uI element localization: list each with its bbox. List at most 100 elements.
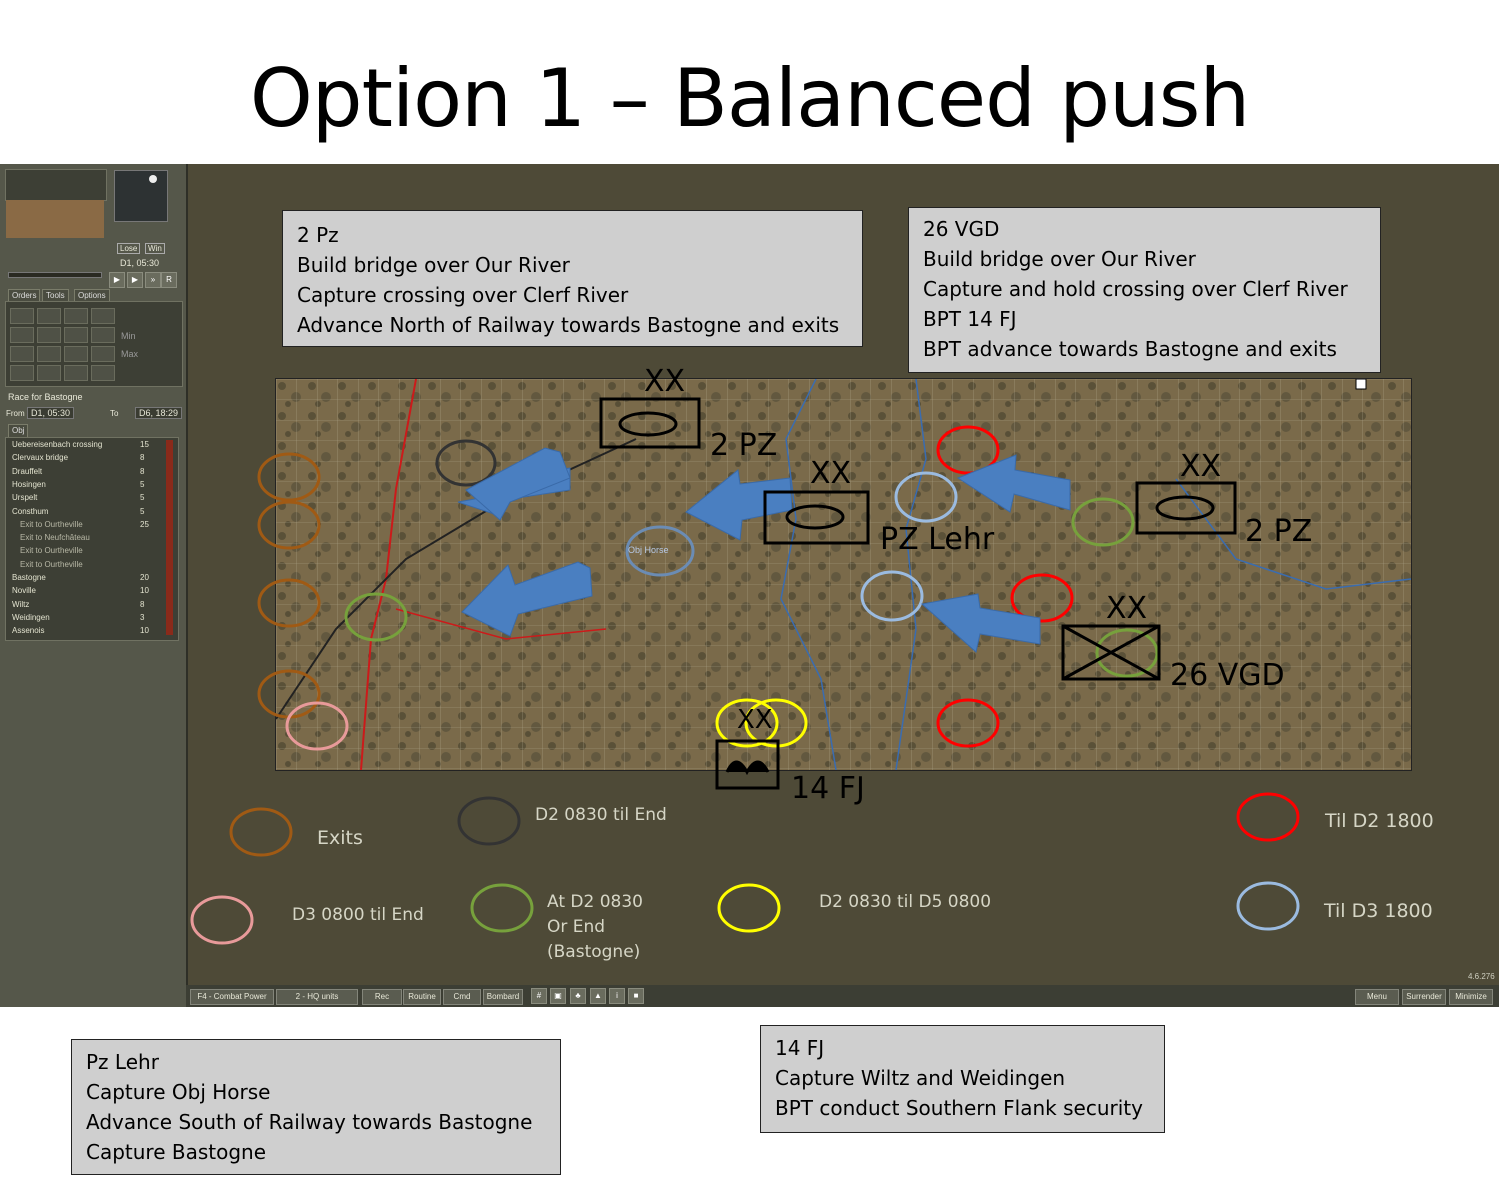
note-line: Build bridge over Our River — [297, 253, 570, 277]
note-line: BPT 14 FJ — [923, 307, 1017, 331]
note-title: 14 FJ — [775, 1036, 825, 1060]
order-button[interactable] — [91, 308, 115, 324]
objective-value: 8 — [140, 599, 145, 609]
order-button[interactable] — [10, 346, 34, 362]
objective-name: Uebereisenbach crossing — [12, 440, 103, 449]
hq-units-button[interactable]: 2 - HQ units — [276, 989, 358, 1005]
status-panel — [5, 169, 107, 201]
units-icon[interactable]: ▣ — [550, 988, 566, 1004]
note-26vgd: 26 VGD Build bridge over Our River Captu… — [908, 207, 1381, 373]
minimap[interactable] — [6, 200, 104, 238]
objective-name: Clervaux bridge — [12, 453, 69, 463]
legend-exits-label: Exits — [317, 827, 363, 849]
legend-d2-end-label: D2 0830 til End — [535, 805, 667, 825]
objective-row[interactable]: Clervaux bridge 8 — [6, 453, 178, 466]
legend-til-d3-label: Til D3 1800 — [1324, 900, 1433, 922]
order-button[interactable] — [64, 346, 88, 362]
order-button[interactable] — [10, 308, 34, 324]
objective-row[interactable]: Wiltz 8 — [6, 600, 178, 613]
objective-row[interactable]: Consthum 5 — [6, 507, 178, 520]
order-button[interactable] — [91, 346, 115, 362]
combat-power-button[interactable]: F4 - Combat Power — [190, 989, 274, 1005]
from-label: From — [6, 409, 25, 418]
min-label: Min — [121, 331, 136, 341]
order-button[interactable] — [10, 365, 34, 381]
minimize-button[interactable]: Minimize — [1449, 989, 1493, 1005]
objective-value: 5 — [140, 506, 145, 516]
order-button[interactable] — [91, 327, 115, 343]
legend-at-d2-label: (Bastogne) — [547, 942, 641, 962]
note-line: Advance South of Railway towards Bastogn… — [86, 1110, 533, 1134]
to-value[interactable]: D6, 18:29 — [135, 407, 183, 419]
replay-button[interactable]: R — [161, 272, 177, 288]
cmd-button[interactable]: Cmd — [443, 989, 481, 1005]
obj-horse-label: Obj Horse — [628, 545, 669, 555]
objective-name: Wiltz — [12, 599, 30, 609]
objective-value: 20 — [140, 573, 149, 582]
play-button[interactable]: ▶ — [109, 272, 125, 288]
objective-value: 25 — [140, 519, 149, 529]
surrender-button[interactable]: Surrender — [1402, 989, 1446, 1005]
objective-row[interactable]: Exit to Ourtheville 25 — [6, 520, 178, 533]
order-button[interactable] — [10, 327, 34, 343]
hq-icon[interactable]: ▲ — [590, 988, 606, 1004]
objective-value: 3 — [140, 612, 145, 622]
legend-at-d2-label: Or End — [547, 917, 606, 937]
objective-name: Consthum — [12, 506, 49, 516]
grid-icon[interactable]: # — [531, 988, 547, 1004]
note-title: Pz Lehr — [86, 1050, 159, 1074]
current-date: D1, 05:30 — [120, 258, 160, 268]
order-button[interactable] — [64, 308, 88, 324]
objective-value: 8 — [140, 453, 145, 463]
tree-icon[interactable]: ♣ — [570, 988, 586, 1004]
note-line: Capture Bastogne — [86, 1140, 267, 1164]
from-value[interactable]: D1, 05:30 — [27, 407, 75, 419]
operational-map[interactable] — [275, 378, 1412, 771]
order-button[interactable] — [37, 365, 61, 381]
tab-obj[interactable]: Obj — [8, 424, 29, 438]
objective-name: Exit to Ourtheville — [20, 519, 83, 529]
time-slider[interactable] — [8, 272, 102, 278]
info-icon[interactable]: i — [609, 988, 625, 1004]
moon-icon — [114, 170, 168, 222]
objective-name: Bastogne — [12, 573, 46, 582]
order-button[interactable] — [37, 308, 61, 324]
objective-name: Urspelt — [12, 493, 38, 503]
order-button[interactable] — [37, 327, 61, 343]
objective-row[interactable]: Bastogne 20 — [6, 573, 178, 586]
fast-button[interactable]: » — [145, 272, 161, 288]
lose-label: Lose — [117, 243, 141, 254]
terrain-icon[interactable]: ■ — [628, 988, 644, 1004]
order-button[interactable] — [91, 365, 115, 381]
order-button[interactable] — [37, 346, 61, 362]
legend-d3-end-label: D3 0800 til End — [292, 905, 424, 925]
objective-row[interactable]: Noville 10 — [6, 586, 178, 599]
objective-name: Noville — [12, 586, 37, 596]
note-line: BPT conduct Southern Flank security — [775, 1096, 1143, 1120]
xx-label: XX — [644, 364, 686, 399]
menu-button[interactable]: Menu — [1355, 989, 1399, 1005]
note-line: Capture Obj Horse — [86, 1080, 271, 1104]
rec-button[interactable]: Rec — [362, 989, 402, 1005]
objective-row[interactable]: Exit to Ourtheville — [6, 560, 178, 573]
routine-button[interactable]: Routine — [403, 989, 441, 1005]
note-line: BPT advance towards Bastogne and exits — [923, 337, 1337, 361]
14fj-label: 14 FJ — [791, 771, 865, 806]
objective-value: 10 — [140, 586, 149, 596]
order-button[interactable] — [64, 365, 88, 381]
objective-scrollbar[interactable] — [166, 440, 173, 635]
bombard-button[interactable]: Bombard — [483, 989, 523, 1005]
order-button[interactable] — [64, 327, 88, 343]
note-line: Capture Wiltz and Weidingen — [775, 1066, 1066, 1090]
objective-row[interactable]: Exit to Ourtheville — [6, 546, 178, 559]
slide-title: Option 1 – Balanced push — [249, 52, 1250, 145]
win-label: Win — [145, 243, 165, 254]
step-button[interactable]: ▶ — [127, 272, 143, 288]
objective-row[interactable]: Exit to Neufchâteau — [6, 533, 178, 546]
